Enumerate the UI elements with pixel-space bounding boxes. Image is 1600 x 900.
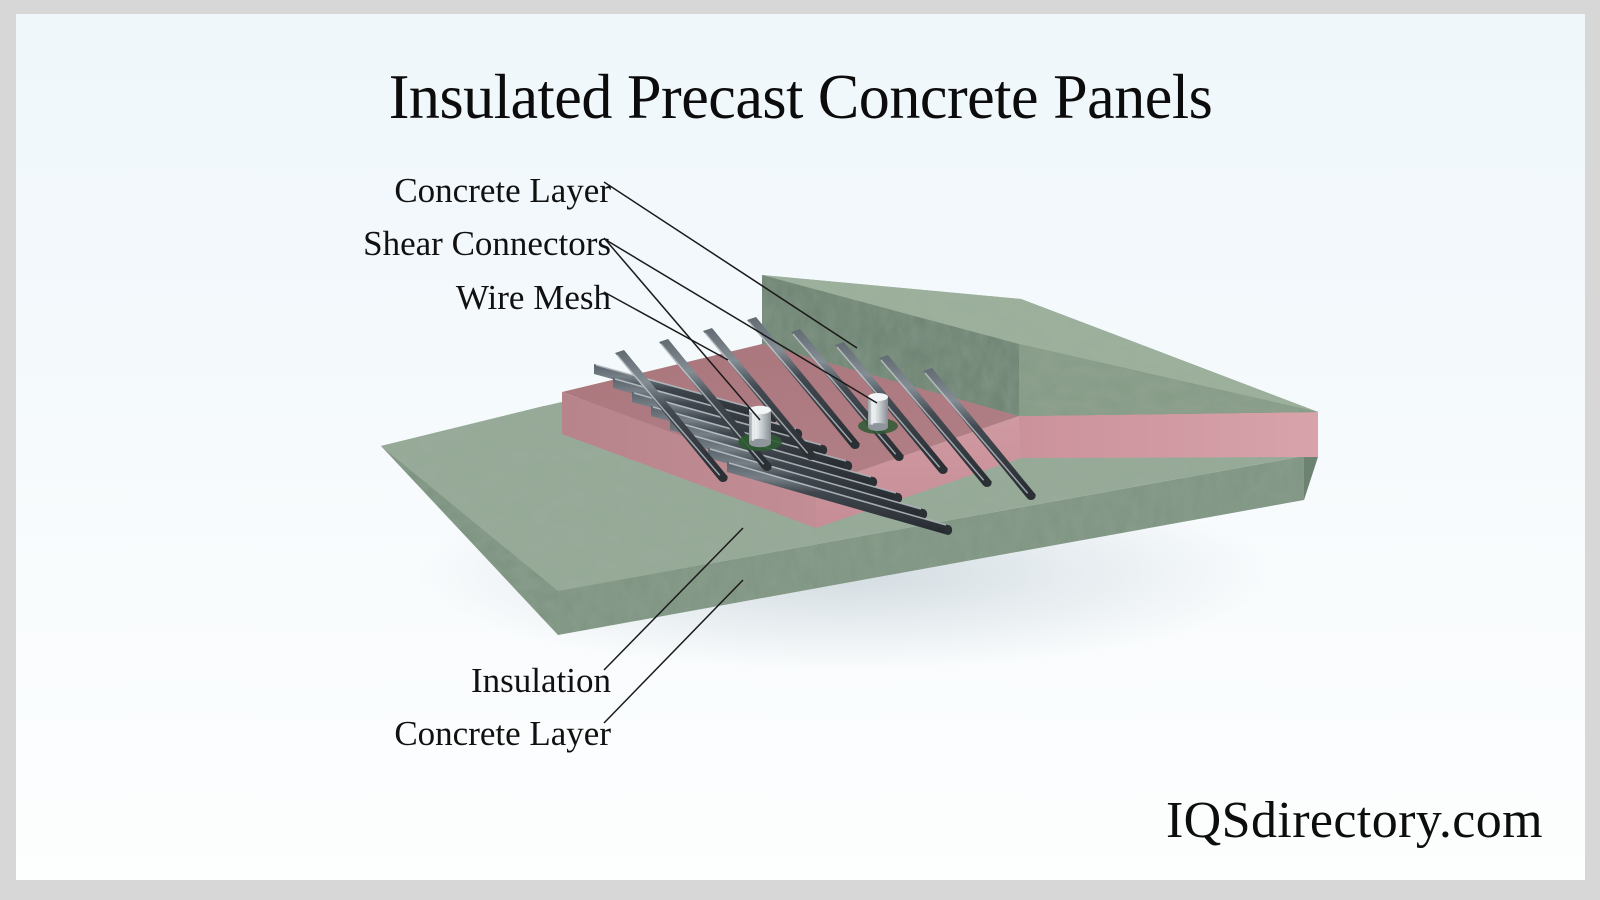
label-insulation: Insulation (471, 661, 611, 700)
insulation-layer (562, 344, 1318, 528)
label-shear-connectors: Shear Connectors (363, 224, 611, 263)
image-frame: Insulated Precast Concrete Panels (16, 14, 1585, 880)
shear-connector-2 (858, 393, 898, 434)
leader-lines (603, 181, 878, 724)
label-concrete-layer-bottom: Concrete Layer (394, 714, 611, 753)
label-wire-mesh: Wire Mesh (455, 278, 611, 317)
watermark: IQSdirectory.com (1165, 792, 1543, 849)
page-title: Insulated Precast Concrete Panels (388, 61, 1213, 132)
leader-concrete-layer-top (603, 181, 858, 349)
leader-concrete-layer-bot (603, 579, 744, 724)
leader-wire-mesh (603, 291, 729, 361)
shear-connector-1 (738, 405, 782, 451)
leader-shear-connector-2 (605, 239, 878, 404)
panel-illustration (381, 181, 1318, 724)
label-concrete-layer-top: Concrete Layer (394, 171, 611, 210)
leader-insulation (603, 527, 744, 671)
panel-right-edge-sandwich (1019, 344, 1318, 416)
leader-shear-connector-1 (603, 237, 761, 421)
